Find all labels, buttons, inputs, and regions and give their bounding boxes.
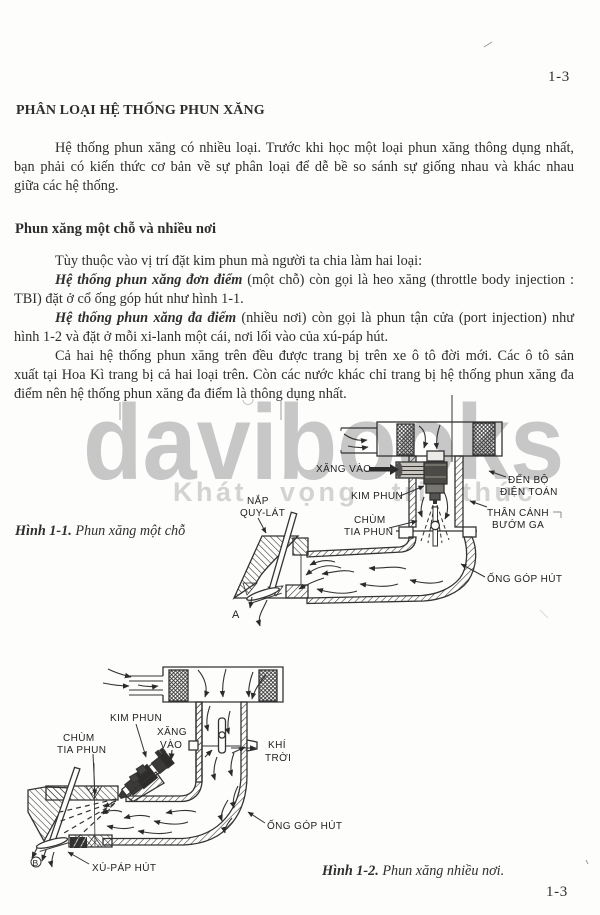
svg-text:TRỜI: TRỜI	[265, 751, 291, 764]
svg-text:QUY-LÁT: QUY-LÁT	[240, 506, 285, 519]
svg-text:XÚ-PÁP HÚT: XÚ-PÁP HÚT	[92, 861, 156, 874]
svg-text:ỐNG GÓP HÚT: ỐNG GÓP HÚT	[267, 818, 342, 832]
svg-text:B: B	[33, 858, 39, 868]
svg-text:CHÙM: CHÙM	[63, 731, 95, 744]
svg-text:ỐNG GÓP HÚT: ỐNG GÓP HÚT	[487, 571, 562, 585]
svg-text:A: A	[232, 609, 240, 621]
svg-text:XĂNG VÀO: XĂNG VÀO	[316, 462, 371, 475]
svg-text:KIM PHUN: KIM PHUN	[351, 491, 403, 502]
svg-text:ĐIỆN TOÁN: ĐIỆN TOÁN	[500, 485, 558, 498]
svg-text:XĂNG: XĂNG	[157, 725, 187, 738]
svg-text:TIA PHUN: TIA PHUN	[57, 745, 106, 756]
svg-text:KIM PHUN: KIM PHUN	[110, 713, 162, 724]
svg-text:BƯỚM GA: BƯỚM GA	[492, 518, 544, 531]
svg-text:THÂN CÁNH: THÂN CÁNH	[487, 506, 549, 519]
svg-text:NẮP: NẮP	[247, 494, 269, 507]
svg-text:TIA PHUN: TIA PHUN	[344, 527, 393, 538]
svg-text:VÀO: VÀO	[160, 738, 182, 751]
svg-text:KHÍ: KHÍ	[268, 738, 286, 751]
svg-text:CHÙM: CHÙM	[354, 513, 386, 526]
svg-text:ĐẾN BỘ: ĐẾN BỘ	[508, 473, 549, 486]
